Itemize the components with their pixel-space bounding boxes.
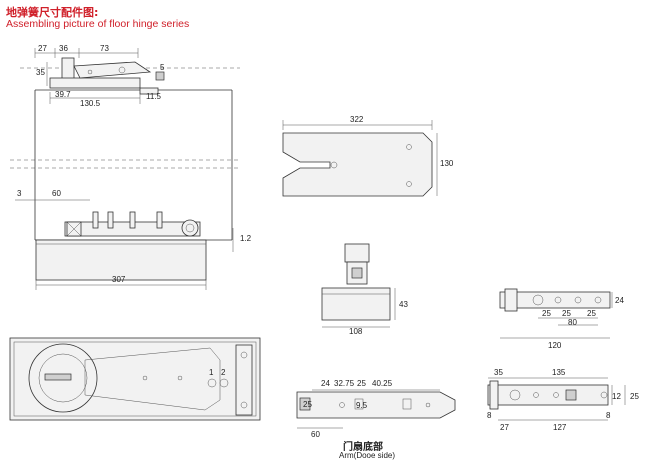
dim-label: 73 (100, 44, 109, 53)
dim-label: 60 (311, 430, 320, 439)
dim-label: 25 (587, 309, 596, 318)
cover-view: 1 2 (9, 337, 261, 421)
door-arm-view: 24 32.75 25 40.25 25 9.5 60 (296, 379, 456, 439)
dim-label: 25 (357, 379, 366, 388)
dim-label: 35 (494, 368, 503, 377)
cover-label: 2 (221, 368, 226, 377)
dim-label: 25 (303, 400, 312, 409)
dim-label: 8 (606, 411, 611, 420)
dim-label: 9.5 (356, 401, 368, 410)
dim-label: 24 (321, 379, 330, 388)
dim-label: 1.2 (240, 234, 252, 243)
dim-label: 120 (548, 341, 562, 350)
dim-label: 307 (112, 275, 126, 284)
title-chinese: 地弹簧尺寸配件图: (6, 6, 99, 19)
dim-label: 36 (59, 44, 68, 53)
dim-label: 35 (36, 68, 45, 77)
dim-label: 11.5 (146, 92, 162, 101)
dim-label: 8 (487, 411, 492, 420)
dim-label: 27 (500, 423, 509, 432)
dim-label: 43 (399, 300, 408, 309)
dim-label: 25 (542, 309, 551, 318)
dim-label: 3 (17, 189, 22, 198)
pivot-view: 43 108 (321, 243, 408, 336)
dim-label: 322 (350, 115, 364, 124)
door-arm-caption-en: Arm(Dooe side) (339, 451, 396, 460)
title-english: Assembling picture of floor hinge series (6, 18, 190, 30)
dim-label: 135 (552, 368, 566, 377)
arm-right-view: 24 25 25 25 80 120 (499, 288, 624, 350)
dim-label: 130.5 (80, 99, 101, 108)
dim-label: 32.75 (334, 379, 355, 388)
dim-label: 25 (562, 309, 571, 318)
assembly-view: 27 36 73 35 5 39.7 130.5 11.5 3 60 1.2 3… (10, 44, 252, 290)
dim-label: 12 (612, 392, 621, 401)
dim-label: 5 (160, 63, 165, 72)
cover-label: 1 (209, 368, 214, 377)
top-plate-view: 322 130 (282, 115, 454, 197)
dim-label: 130 (440, 159, 454, 168)
dim-label: 80 (568, 318, 577, 327)
dim-label: 25 (630, 392, 639, 401)
dim-label: 127 (553, 423, 567, 432)
dim-label: 40.25 (372, 379, 393, 388)
door-arm-caption-zh: 门扇底部 (343, 442, 383, 453)
bottom-right-view: 35 135 12 25 8 27 127 8 (487, 368, 639, 432)
dim-label: 39.7 (55, 90, 71, 99)
dim-label: 24 (615, 296, 624, 305)
dim-label: 60 (52, 189, 61, 198)
dim-label: 27 (38, 44, 47, 53)
dim-label: 108 (349, 327, 363, 336)
